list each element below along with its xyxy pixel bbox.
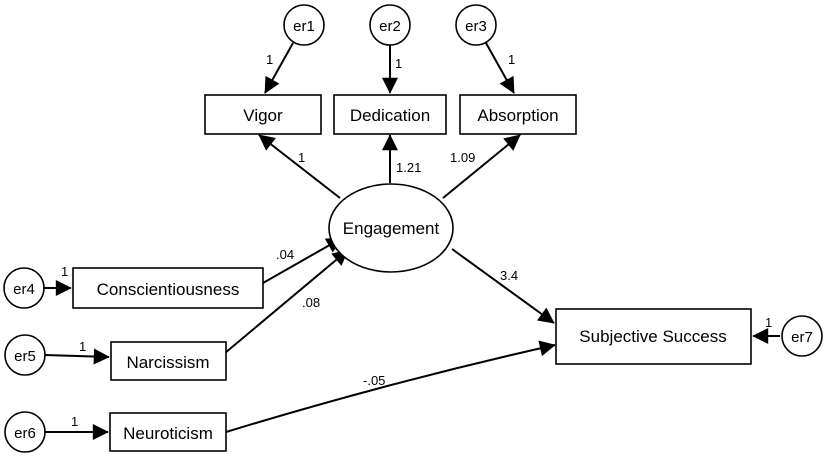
edge-er3-absorption <box>485 42 515 94</box>
coef-engagement-vigor: 1 <box>298 150 305 165</box>
coef-er4-conscientiousness: 1 <box>61 264 68 279</box>
node-label: Narcissism <box>126 353 209 372</box>
node-label: Conscientiousness <box>97 280 240 299</box>
edge-neuroticism-subjective-success <box>225 340 556 433</box>
coef-er3-absorption: 1 <box>508 52 515 67</box>
error-label: er4 <box>13 281 35 298</box>
node-neuroticism: Neuroticism <box>109 412 227 452</box>
node-conscientiousness: Conscientiousness <box>72 267 264 309</box>
coef-engagement-subjective-success: 3.4 <box>500 268 518 283</box>
edges <box>43 42 780 440</box>
error-label: er1 <box>293 18 315 35</box>
node-label: Engagement <box>343 219 440 238</box>
error-er2: er2 <box>369 4 411 46</box>
edge-conscientiousness-engagement <box>262 237 343 284</box>
coef-er6-neuroticism: 1 <box>71 414 78 429</box>
edge-engagement-vigor <box>258 134 341 199</box>
error-label: er2 <box>379 18 401 35</box>
coef-er1-vigor: 1 <box>266 52 273 67</box>
node-subjective-success: Subjective Success <box>555 308 752 365</box>
error-label: er5 <box>14 348 36 365</box>
coef-engagement-absorption: 1.09 <box>450 150 475 165</box>
coef-conscientiousness-engagement: .04 <box>276 247 294 262</box>
path-coefficients: 1 1 1 1 1.21 1.09 1 1 1 1 .04 .08 3.4 -.… <box>61 52 772 429</box>
coef-engagement-dedication: 1.21 <box>396 160 421 175</box>
error-er4: er4 <box>3 267 45 309</box>
coef-neuroticism-subjective-success: -.05 <box>363 373 385 388</box>
coef-narcissism-engagement: .08 <box>302 295 320 310</box>
node-dedication: Dedication <box>333 94 447 135</box>
error-label: er3 <box>465 18 487 35</box>
coef-er5-narcissism: 1 <box>79 339 86 354</box>
coef-er2-dedication: 1 <box>395 56 402 71</box>
node-label: Dedication <box>350 106 430 125</box>
error-terms: er1 er2 er3 er4 er5 er6 er7 <box>3 4 823 453</box>
node-narcissism: Narcissism <box>110 341 227 381</box>
error-label: er7 <box>791 329 813 346</box>
coef-er7-subjective-success: 1 <box>765 315 772 330</box>
error-er1: er1 <box>283 4 325 46</box>
error-er6: er6 <box>4 411 46 453</box>
node-label: Vigor <box>243 106 283 125</box>
edge-narcissism-engagement <box>224 249 349 354</box>
node-engagement: Engagement <box>328 183 454 273</box>
edge-er5-narcissism <box>44 348 110 365</box>
node-label: Neuroticism <box>123 424 213 443</box>
error-er5: er5 <box>4 334 46 376</box>
node-label: Absorption <box>477 106 558 125</box>
edge-engagement-absorption <box>442 134 521 199</box>
edge-er1-vigor <box>264 42 294 94</box>
node-absorption: Absorption <box>459 94 577 135</box>
node-vigor: Vigor <box>204 94 322 135</box>
observed-variables: Vigor Dedication Absorption Conscientiou… <box>72 94 752 452</box>
edge-engagement-subjective-success <box>451 248 555 324</box>
error-label: er6 <box>14 425 36 442</box>
node-label: Subjective Success <box>579 327 726 346</box>
error-er3: er3 <box>455 4 497 46</box>
error-er7: er7 <box>781 315 823 357</box>
